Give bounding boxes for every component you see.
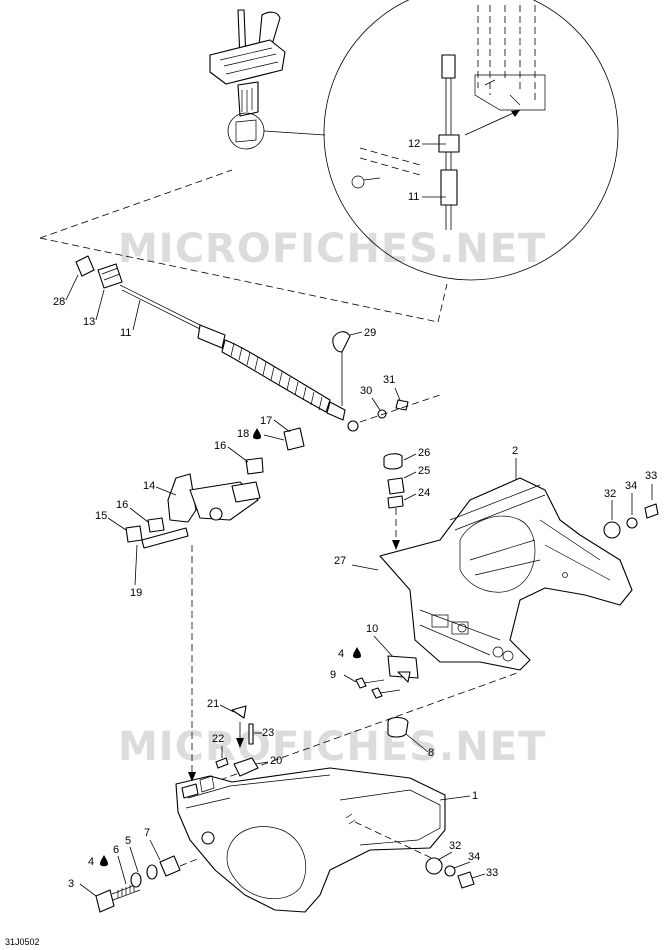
callout-33-lower: 33 (486, 867, 498, 879)
callout-3: 3 (68, 878, 74, 890)
callout-14: 14 (143, 480, 155, 492)
callout-17: 17 (260, 415, 272, 427)
watermark-bottom: MICROFICHES.NET (118, 724, 546, 770)
callout-6: 6 (113, 844, 119, 856)
callout-29: 29 (364, 327, 376, 339)
oil-drop-icon-mid (353, 647, 361, 659)
detail-circle-small (227, 112, 265, 150)
callout-12: 12 (408, 138, 420, 150)
callout-11-detail: 11 (408, 191, 419, 203)
callout-7: 7 (144, 827, 150, 839)
callout-25: 25 (418, 465, 430, 477)
callout-22: 22 (212, 733, 224, 745)
callout-34: 34 (625, 480, 637, 492)
callout-9: 9 (330, 669, 336, 681)
callout-4-mid: 4 (338, 648, 344, 660)
callout-32-lower: 32 (449, 840, 461, 852)
callout-4-lower: 4 (88, 856, 94, 868)
callout-27: 27 (334, 555, 346, 567)
callout-33: 33 (645, 470, 657, 482)
detail-view (351, 5, 546, 230)
callout-21: 21 (207, 698, 219, 710)
callout-34-lower: 34 (468, 851, 480, 863)
bracket-part-2 (379, 477, 633, 671)
callout-8: 8 (428, 747, 434, 759)
oil-drop-icon-lower (100, 855, 108, 867)
shift-lever (125, 427, 305, 549)
callout-5: 5 (125, 835, 131, 847)
callout-23: 23 (262, 727, 274, 739)
callout-13: 13 (83, 316, 95, 328)
shift-cable (75, 255, 359, 432)
callout-19: 19 (130, 587, 142, 599)
callout-32: 32 (604, 488, 616, 500)
callout-16-lower: 16 (116, 499, 128, 511)
detail-circle-large (323, 0, 619, 281)
callout-15: 15 (95, 510, 107, 522)
callout-20: 20 (270, 755, 282, 767)
callout-26: 26 (418, 447, 430, 459)
callout-18: 18 (237, 428, 249, 440)
watermark-top: MICROFICHES.NET (118, 226, 546, 272)
callout-10: 10 (366, 623, 378, 635)
housing-part-1 (175, 767, 446, 913)
callout-30: 30 (360, 385, 372, 397)
callout-24: 24 (418, 487, 430, 499)
drawing-number: 31J0502 (5, 937, 40, 947)
oil-drop-icon (253, 428, 261, 440)
callout-16: 16 (214, 440, 226, 452)
callout-11: 11 (120, 327, 131, 339)
callout-2: 2 (512, 445, 518, 457)
shifter-assembly (209, 9, 286, 117)
callout-28: 28 (53, 296, 65, 308)
callout-31: 31 (383, 374, 395, 386)
callout-1: 1 (472, 790, 478, 802)
